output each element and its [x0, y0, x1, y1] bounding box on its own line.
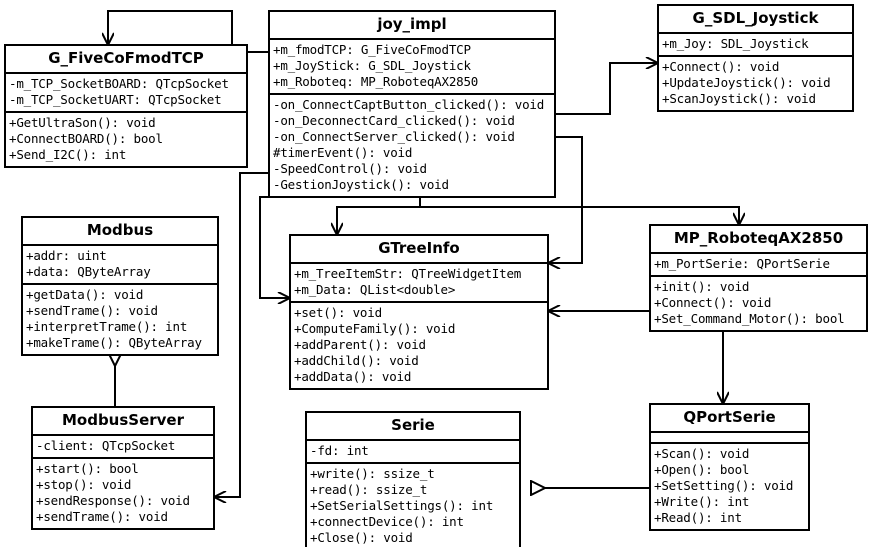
- attribute-row: +m_Joy: SDL_Joystick: [662, 36, 809, 51]
- method-row: #timerEvent(): void: [273, 145, 413, 160]
- methods-compartment: -on_ConnectCaptButton_clicked(): void -o…: [270, 95, 554, 196]
- methods-compartment: +init(): void +Connect(): void +Set_Comm…: [651, 277, 866, 330]
- attributes-compartment: -m_TCP_SocketBOARD: QTcpSocket -m_TCP_So…: [6, 74, 246, 113]
- method-row: -SpeedControl(): void: [273, 161, 427, 176]
- class-title-modbusserver: ModbusServer: [33, 408, 213, 436]
- methods-compartment: +write(): ssize_t +read(): ssize_t +SetS…: [307, 464, 519, 547]
- attributes-compartment: +m_fmodTCP: G_FiveCoFmodTCP +m_JoyStick:…: [270, 40, 554, 95]
- method-row: +ScanJoystick(): void: [662, 91, 816, 106]
- attribute-row: +m_TreeItemStr: QTreeWidgetItem: [294, 266, 522, 281]
- method-row: +stop(): void: [36, 477, 132, 492]
- attributes-compartment: +m_PortSerie: QPortSerie: [651, 254, 866, 277]
- attribute-row: +m_Data: QList<double>: [294, 282, 456, 297]
- attributes-compartment: +m_Joy: SDL_Joystick: [659, 34, 852, 57]
- methods-compartment: +start(): bool +stop(): void +sendRespon…: [33, 459, 213, 528]
- method-row: +Set_Command_Motor(): bool: [654, 311, 845, 326]
- method-row: +start(): bool: [36, 461, 139, 476]
- class-title-g-sdl-joystick: G_SDL_Joystick: [659, 6, 852, 34]
- method-row: +Read(): int: [654, 510, 742, 525]
- link-joyimpl-to-gtreeinfo-left: [259, 196, 289, 298]
- attributes-compartment: +m_TreeItemStr: QTreeWidgetItem +m_Data:…: [291, 264, 547, 303]
- method-row: +ConnectBOARD(): bool: [9, 131, 163, 146]
- method-row: +write(): ssize_t: [310, 466, 435, 481]
- method-row: +SetSerialSettings(): int: [310, 498, 494, 513]
- attributes-compartment: -fd: int: [307, 441, 519, 464]
- class-box-g-sdl-joystick[interactable]: G_SDL_Joystick +m_Joy: SDL_Joystick +Con…: [657, 4, 854, 112]
- method-row: +getData(): void: [26, 287, 144, 302]
- method-row: +ComputeFamily(): void: [294, 321, 456, 336]
- attribute-row: -m_TCP_SocketUART: QTcpSocket: [9, 92, 222, 107]
- methods-compartment: +Connect(): void +UpdateJoystick(): void…: [659, 57, 852, 110]
- method-row: +init(): void: [654, 279, 750, 294]
- method-row: +Close(): void: [310, 530, 413, 545]
- method-row: -GestionJoystick(): void: [273, 177, 449, 192]
- attribute-row: +data: QByteArray: [26, 264, 151, 279]
- attribute-row: -m_TCP_SocketBOARD: QTcpSocket: [9, 76, 229, 91]
- method-row: +addChild(): void: [294, 353, 419, 368]
- class-box-joy-impl[interactable]: joy_impl +m_fmodTCP: G_FiveCoFmodTCP +m_…: [268, 10, 556, 198]
- class-box-modbus[interactable]: Modbus +addr: uint +data: QByteArray +ge…: [21, 216, 219, 356]
- link-joyimpl-to-sdljoystick: [556, 63, 657, 115]
- class-title-mp-roboteqax2850: MP_RoboteqAX2850: [651, 226, 866, 254]
- method-row: -on_ConnectCaptButton_clicked(): void: [273, 97, 545, 112]
- attribute-row: +m_PortSerie: QPortSerie: [654, 256, 830, 271]
- method-row: +Send_I2C(): int: [9, 147, 127, 162]
- method-row: +sendTrame(): void: [26, 303, 158, 318]
- method-row: +Open(): bool: [654, 462, 750, 477]
- class-title-serie: Serie: [307, 413, 519, 441]
- method-row: +addParent(): void: [294, 337, 426, 352]
- method-row: +Connect(): void: [662, 59, 780, 74]
- class-box-modbusserver[interactable]: ModbusServer -client: QTcpSocket +start(…: [31, 406, 215, 530]
- attribute-row: +m_JoyStick: G_SDL_Joystick: [273, 58, 471, 73]
- method-row: -on_DeconnectCard_clicked(): void: [273, 113, 515, 128]
- class-title-gtreeinfo: GTreeInfo: [291, 236, 547, 264]
- class-box-gtreeinfo[interactable]: GTreeInfo +m_TreeItemStr: QTreeWidgetIte…: [289, 234, 549, 390]
- class-title-qportserie: QPortSerie: [651, 405, 808, 433]
- attribute-row: +m_fmodTCP: G_FiveCoFmodTCP: [273, 42, 471, 57]
- method-row: +sendTrame(): void: [36, 509, 168, 524]
- method-row: +makeTrame(): QByteArray: [26, 335, 202, 350]
- class-title-joy-impl: joy_impl: [270, 12, 554, 40]
- method-row: +read(): ssize_t: [310, 482, 428, 497]
- method-row: +Scan(): void: [654, 446, 750, 461]
- methods-compartment: +set(): void +ComputeFamily(): void +add…: [291, 303, 547, 388]
- attributes-compartment: +addr: uint +data: QByteArray: [23, 246, 217, 285]
- link-joyimpl-to-roboteq: [337, 206, 739, 224]
- method-row: +Write(): int: [654, 494, 750, 509]
- class-title-g-fivecofmodtcp: G_FiveCoFmodTCP: [6, 46, 246, 74]
- attribute-row: -fd: int: [310, 443, 369, 458]
- attribute-row: -client: QTcpSocket: [36, 438, 176, 453]
- method-row: -on_ConnectServer_clicked(): void: [273, 129, 515, 144]
- attribute-row: +m_Roboteq: MP_RoboteqAX2850: [273, 74, 479, 89]
- link-joyimpl-to-modbusserver: [215, 172, 268, 497]
- class-box-serie[interactable]: Serie -fd: int +write(): ssize_t +read()…: [305, 411, 521, 547]
- class-title-modbus: Modbus: [23, 218, 217, 246]
- method-row: +interpretTrame(): int: [26, 319, 188, 334]
- method-row: +UpdateJoystick(): void: [662, 75, 831, 90]
- class-box-mp-roboteqax2850[interactable]: MP_RoboteqAX2850 +m_PortSerie: QPortSeri…: [649, 224, 868, 332]
- class-box-qportserie[interactable]: QPortSerie +Scan(): void +Open(): bool +…: [649, 403, 810, 531]
- method-row: +sendResponse(): void: [36, 493, 190, 508]
- methods-compartment: +GetUltraSon(): void +ConnectBOARD(): bo…: [6, 113, 246, 166]
- method-row: +SetSetting(): void: [654, 478, 794, 493]
- attributes-compartment: [651, 433, 808, 444]
- method-row: +set(): void: [294, 305, 382, 320]
- class-box-g-fivecofmodtcp[interactable]: G_FiveCoFmodTCP -m_TCP_SocketBOARD: QTcp…: [4, 44, 248, 168]
- link-joyimpl-to-gtreeinfo-top: [337, 197, 421, 234]
- method-row: +addData(): void: [294, 369, 412, 384]
- method-row: +connectDevice(): int: [310, 514, 464, 529]
- method-row: +Connect(): void: [654, 295, 772, 310]
- methods-compartment: +getData(): void +sendTrame(): void +int…: [23, 285, 217, 354]
- method-row: +GetUltraSon(): void: [9, 115, 156, 130]
- attribute-row: +addr: uint: [26, 248, 107, 263]
- methods-compartment: +Scan(): void +Open(): bool +SetSetting(…: [651, 444, 808, 529]
- attributes-compartment: -client: QTcpSocket: [33, 436, 213, 459]
